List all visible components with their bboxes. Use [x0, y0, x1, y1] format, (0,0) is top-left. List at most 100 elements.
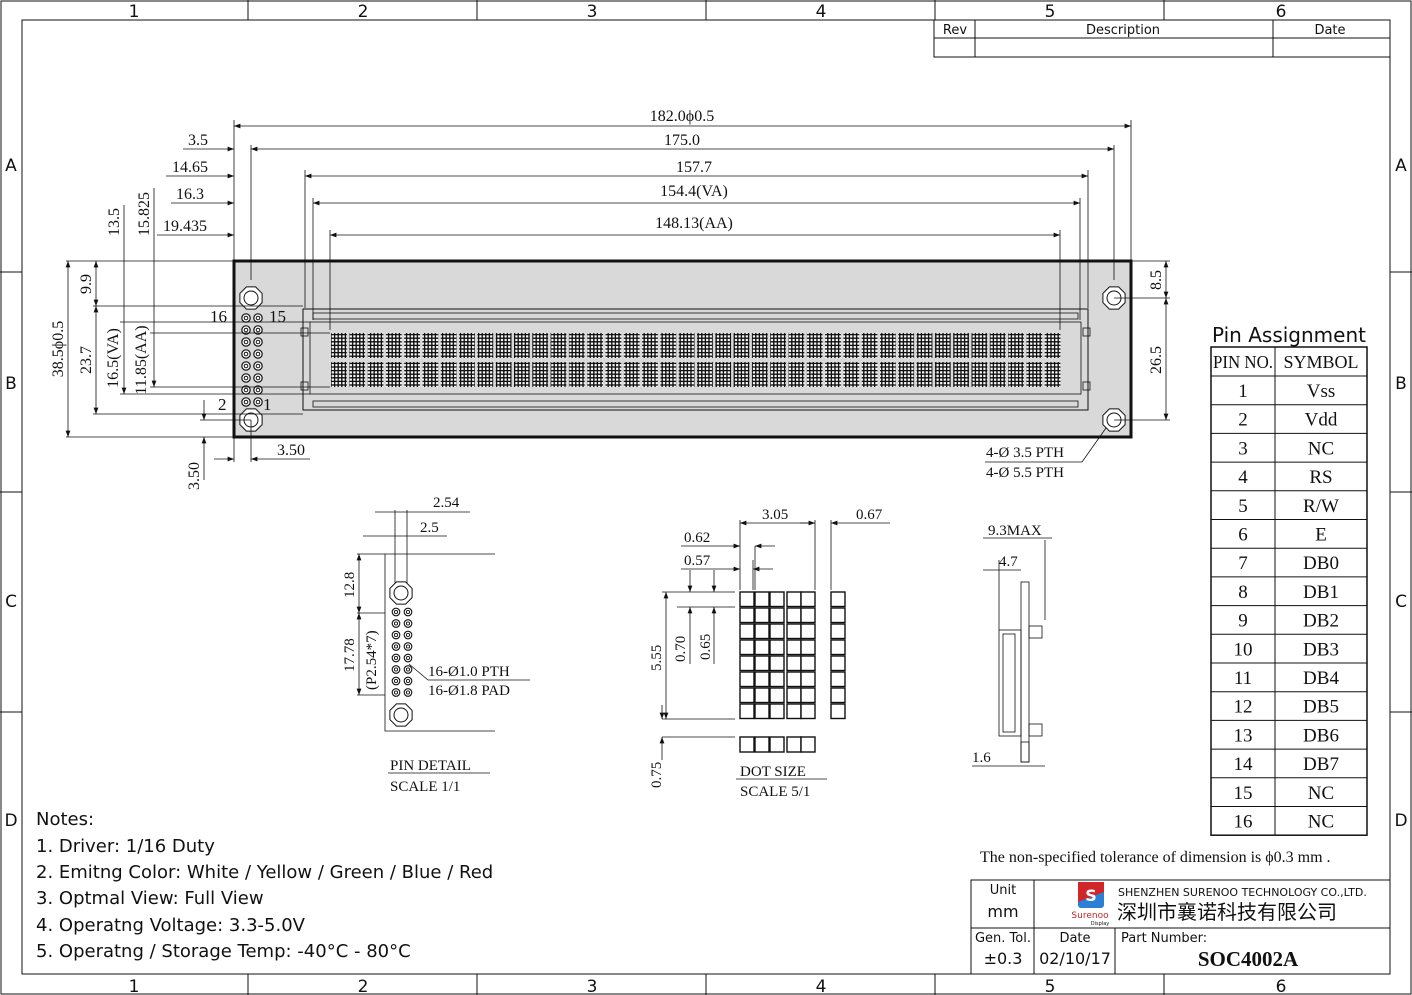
- dim-hole-bottom: 3.50: [186, 462, 203, 490]
- pin-pad: [241, 373, 251, 383]
- dim-bezel-width: 157.7: [676, 159, 712, 176]
- dot: [800, 639, 816, 656]
- character-cell: [770, 362, 786, 387]
- dim-aa-offset: 19.435: [163, 218, 207, 235]
- pin-number: 7: [1238, 553, 1248, 574]
- character-cell: [422, 362, 439, 387]
- character-cell: [1044, 333, 1061, 358]
- dot: [739, 607, 755, 624]
- pin-pad: [253, 349, 263, 359]
- dim-cursor-gap: 0.75: [649, 762, 665, 788]
- character-cell: [989, 333, 1006, 358]
- col-label: 5: [1045, 2, 1056, 22]
- dim-overall-height: 38.5ϕ0.5: [50, 321, 67, 377]
- note-item: 4. Operatng Voltage: 3.3-5.0V: [36, 915, 306, 936]
- dot: [830, 655, 846, 672]
- dot: [830, 687, 846, 704]
- pin-symbol: NC: [1308, 438, 1334, 459]
- pin-number: 4: [1238, 467, 1248, 488]
- character-cell: [642, 362, 658, 387]
- character-cell: [477, 333, 494, 358]
- character-cell: [514, 333, 530, 358]
- character-cell: [971, 362, 988, 387]
- dim-pcb-thickness: 1.6: [972, 750, 991, 766]
- character-cell: [550, 333, 567, 358]
- pin-pad: [253, 397, 263, 407]
- lcd-module-front-view: 16 15 2 1: [210, 259, 1133, 439]
- dim-va-top: 13.5: [106, 208, 123, 236]
- pin-symbol: Vss: [1307, 381, 1336, 402]
- pin-label-1: 1: [263, 395, 272, 414]
- pin-assignment-title: Pin Assignment: [1212, 323, 1366, 347]
- dim-dot-height: 0.65: [698, 634, 714, 660]
- character-cell: [861, 362, 878, 387]
- dim-char-width: 3.05: [762, 507, 788, 523]
- dot-size-view: 3.05 0.67 0.62 0.57 0.70 0.65 5.55 0.75 …: [649, 507, 890, 800]
- dot: [800, 591, 816, 608]
- character-cell: [404, 362, 420, 387]
- pin-number: 6: [1238, 525, 1248, 546]
- dim-va-offset: 16.3: [176, 186, 204, 203]
- row-label: A: [5, 156, 17, 176]
- pin-symbol: DB5: [1303, 697, 1339, 718]
- pin-symbol: DB3: [1303, 639, 1339, 660]
- tolerance-note: The non-specified tolerance of dimension…: [980, 849, 1331, 866]
- pin-pad: [403, 642, 413, 651]
- dim-hole-offset: 3.5: [188, 132, 208, 149]
- dim-aa-height: 11.85(AA): [133, 325, 150, 394]
- character-cell: [898, 362, 915, 387]
- row-label: C: [1395, 592, 1407, 612]
- pin-pad: [241, 361, 251, 371]
- dim-dot-width: 0.57: [684, 553, 711, 569]
- dot: [754, 671, 770, 688]
- pin-symbol: R/W: [1303, 496, 1339, 517]
- pin-pad: [253, 325, 263, 335]
- pin-pad: [403, 619, 413, 628]
- pin-pad: [403, 688, 413, 697]
- dot: [754, 623, 770, 640]
- dot: [739, 639, 755, 656]
- dot: [830, 607, 846, 624]
- dot: [800, 623, 816, 640]
- character-cell: [733, 362, 750, 387]
- character-cell: [1008, 333, 1024, 358]
- character-cell: [715, 362, 732, 387]
- row-label: D: [4, 811, 17, 831]
- svg-text:S: S: [1085, 886, 1097, 905]
- pin-note-pad: 16-Ø1.8 PAD: [428, 683, 510, 699]
- pin-pad: [403, 607, 413, 617]
- character-cell: [623, 333, 640, 358]
- dim-bezel-height: 23.7: [78, 346, 95, 374]
- character-cell: [495, 333, 512, 358]
- side-view: 9.3MAX 4.7 1.6: [972, 523, 1052, 767]
- character-cell: [367, 333, 384, 358]
- pin-symbol: DB0: [1303, 553, 1339, 574]
- character-cell: [660, 362, 677, 387]
- dot: [786, 591, 802, 608]
- pin-number: 15: [1234, 783, 1253, 804]
- dim-pin-offset: 3.50: [277, 442, 305, 459]
- dot: [786, 639, 802, 656]
- pin-pad: [253, 337, 263, 347]
- dot: [800, 671, 816, 688]
- character-cell: [477, 362, 494, 387]
- pin-number: 16: [1234, 812, 1253, 833]
- note-item: 3. Optmal View: Full View: [36, 888, 264, 909]
- dim-overall-width: 182.0ϕ0.5: [650, 108, 714, 125]
- character-cell: [331, 362, 347, 387]
- character-cell: [843, 362, 860, 387]
- character-cell: [440, 333, 457, 358]
- character-cell: [953, 333, 969, 358]
- dot: [786, 623, 802, 640]
- header-symbol: SYMBOL: [1283, 352, 1358, 372]
- col-label: 1: [129, 2, 140, 22]
- character-cell: [971, 333, 988, 358]
- dim-pin-offset-detail: 2.5: [420, 520, 439, 536]
- row-label: B: [5, 374, 17, 394]
- notes-title: Notes:: [36, 809, 94, 830]
